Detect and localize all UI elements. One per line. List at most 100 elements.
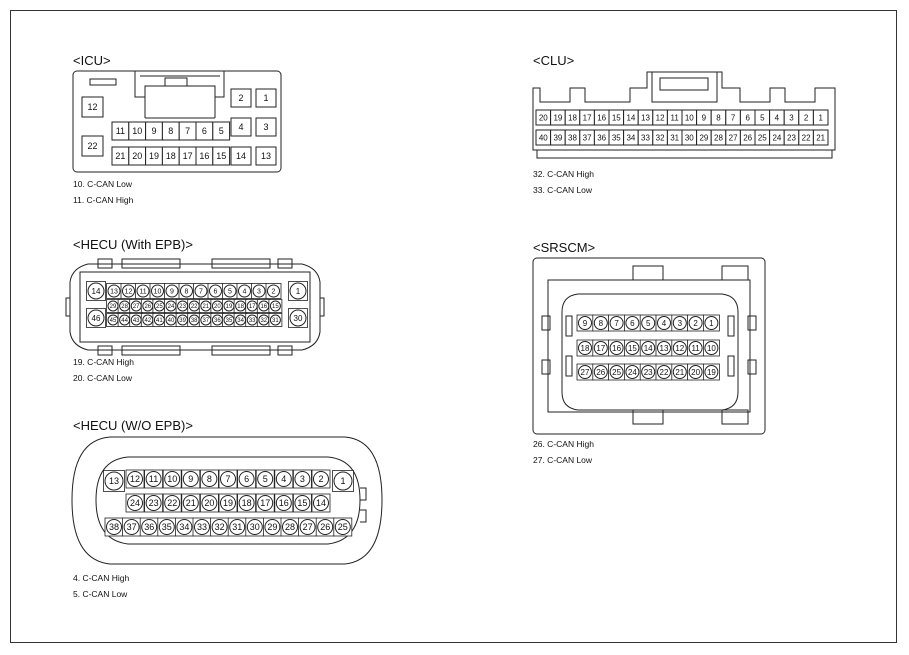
connector-pin: 20 — [687, 363, 704, 381]
pin-label: 19 — [226, 304, 233, 310]
pin-label: 28 — [121, 304, 128, 310]
connector-pin: 17 — [255, 493, 275, 513]
clu-notes: 32. C-CAN High 33. C-CAN Low — [533, 167, 594, 198]
pin-label: 15 — [612, 113, 621, 122]
connector-pin: 38 — [187, 313, 202, 327]
pin-label: 25 — [758, 133, 767, 142]
connector-pin: 18 — [161, 146, 180, 166]
pin-label: 19 — [553, 113, 562, 122]
pin-label: 14 — [236, 151, 246, 161]
srscm-note: 26. C-CAN High — [533, 439, 594, 449]
hecu-epb-title: <HECU (With EPB)> — [73, 237, 193, 252]
hecu-wo-note: 5. C-CAN Low — [73, 588, 128, 599]
hecu-wo-notes: 4. C-CAN High 5. C-CAN Low — [73, 571, 129, 602]
pin-label: 4 — [238, 122, 243, 132]
pin-label: 17 — [183, 151, 193, 161]
pin-label: 5 — [219, 126, 224, 136]
pin-label: 39 — [179, 318, 186, 324]
connector-pin: 6 — [237, 469, 257, 489]
pin-label: 21 — [115, 151, 125, 161]
connector-pin: 23 — [783, 129, 800, 146]
pin-label: 8 — [185, 289, 189, 296]
pin-label: 26 — [596, 368, 605, 377]
connector-pin: 32 — [652, 129, 668, 146]
hecu-epb-note: 20. C-CAN Low — [73, 372, 133, 383]
pin-label: 10 — [154, 289, 162, 296]
pin-label: 25 — [338, 522, 348, 532]
pin-label: 27 — [133, 304, 140, 310]
pin-label: 12 — [125, 289, 133, 296]
connector-pin: 21 — [181, 493, 201, 513]
pin-label: 8 — [716, 113, 721, 122]
connector-pin: 26 — [592, 363, 610, 381]
pin-label: 4 — [281, 474, 286, 484]
connector-pin: 15 — [292, 493, 312, 513]
connector-pin: 6 — [207, 283, 224, 299]
connector-pin: 24 — [624, 363, 641, 381]
pin-label: 2 — [272, 289, 276, 296]
icu-connector — [72, 70, 282, 173]
pin-label: 31 — [670, 133, 679, 142]
connector-pin: 18 — [564, 109, 581, 126]
connector-pin: 17 — [245, 299, 260, 313]
connector-pin: 7 — [218, 469, 238, 489]
pin-label: 41 — [156, 318, 163, 324]
pin-label: 13 — [109, 476, 119, 486]
connector-pin: 37 — [579, 129, 595, 146]
hecu-wo-note: 4. C-CAN High — [73, 573, 130, 583]
connector-pin: 34 — [623, 129, 639, 146]
connector-pin: 1 — [255, 88, 277, 108]
pin-label: 14 — [626, 113, 635, 122]
connector-pin: 15 — [212, 146, 231, 166]
pin-label: 24 — [130, 498, 140, 508]
pin-label: 8 — [207, 474, 212, 484]
connector-pin: 13 — [106, 283, 122, 299]
pin-label: 42 — [144, 318, 151, 324]
pin-label: 1 — [709, 319, 714, 328]
connector-pin: 13 — [255, 146, 277, 166]
connector-pin: 18 — [233, 299, 248, 313]
pin-label: 10 — [132, 126, 142, 136]
pin-label: 37 — [583, 133, 592, 142]
connector-pin: 11 — [666, 109, 683, 126]
connector-pin: 8 — [199, 469, 219, 489]
connector-pin: 16 — [195, 146, 214, 166]
pin-label: 14 — [644, 344, 653, 353]
pin-label: 40 — [539, 133, 548, 142]
hecu-epb-note: 19. C-CAN High — [73, 357, 134, 367]
pin-label: 14 — [92, 287, 101, 296]
pin-label: 25 — [612, 368, 621, 377]
pin-label: 15 — [297, 498, 307, 508]
connector-pin: 17 — [579, 109, 595, 126]
pin-label: 15 — [216, 151, 226, 161]
pin-label: 34 — [626, 133, 635, 142]
connector-pin: 12 — [120, 283, 137, 299]
pin-label: 30 — [685, 133, 694, 142]
connector-pin: 5 — [212, 121, 231, 141]
pin-label: 16 — [597, 113, 606, 122]
connector-pin: 4 — [655, 314, 673, 332]
pin-label: 28 — [285, 522, 295, 532]
connector-pin: 23 — [144, 493, 164, 513]
icu-title: <ICU> — [73, 53, 111, 68]
pin-label: 12 — [656, 113, 665, 122]
pin-label: 7 — [614, 319, 619, 328]
connector-pin: 19 — [703, 363, 720, 381]
pin-label: 6 — [214, 289, 218, 296]
connector-pin: 10 — [162, 469, 182, 489]
hecu-epb-connector — [65, 258, 325, 356]
connector-pin: 21 — [111, 146, 130, 166]
connector-pin: 29 — [106, 299, 120, 313]
connector-pin: 25 — [608, 363, 625, 381]
connector-pin: 3 — [671, 314, 689, 332]
icu-notes: 10. C-CAN Low 11. C-CAN High — [73, 177, 133, 208]
pin-label: 38 — [568, 133, 577, 142]
connector-pin: 17 — [178, 146, 197, 166]
pin-label: 2 — [318, 474, 323, 484]
pin-label: 29 — [110, 304, 117, 310]
connector-pin: 3 — [783, 109, 800, 126]
pin-label: 6 — [630, 319, 635, 328]
connector-pin: 3 — [255, 117, 277, 137]
pin-label: 36 — [144, 522, 154, 532]
connector-pin: 8 — [592, 314, 610, 332]
